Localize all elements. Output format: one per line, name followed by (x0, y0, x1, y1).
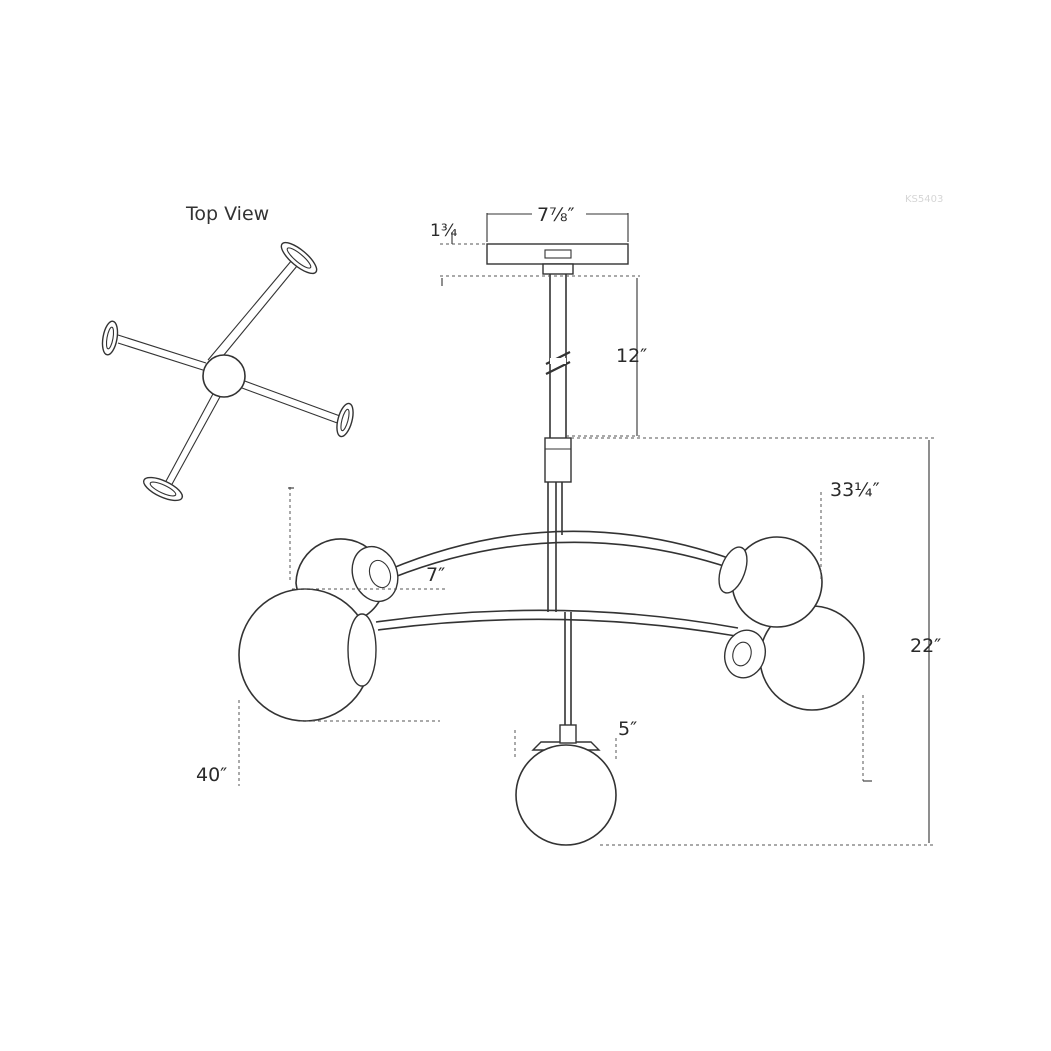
overall-height-label: 22″ (910, 635, 941, 657)
canopy-width-label: 7⅞″ (537, 204, 575, 226)
front-width-label: 40″ (196, 764, 227, 786)
model-code: KS5403 (905, 194, 943, 205)
stem-length-label: 12″ (616, 345, 647, 367)
front-view-diagram (238, 243, 865, 846)
bottom-globe-label: 5″ (618, 718, 637, 740)
rear-width-label: 33¼″ (830, 479, 880, 501)
top-view-diagram (101, 241, 354, 502)
canopy-height-label: 1¾ (430, 221, 457, 241)
top-view-label: Top View (185, 203, 269, 225)
upper-globe-label: 7″ (426, 564, 445, 586)
dimension-lines (238, 213, 935, 846)
